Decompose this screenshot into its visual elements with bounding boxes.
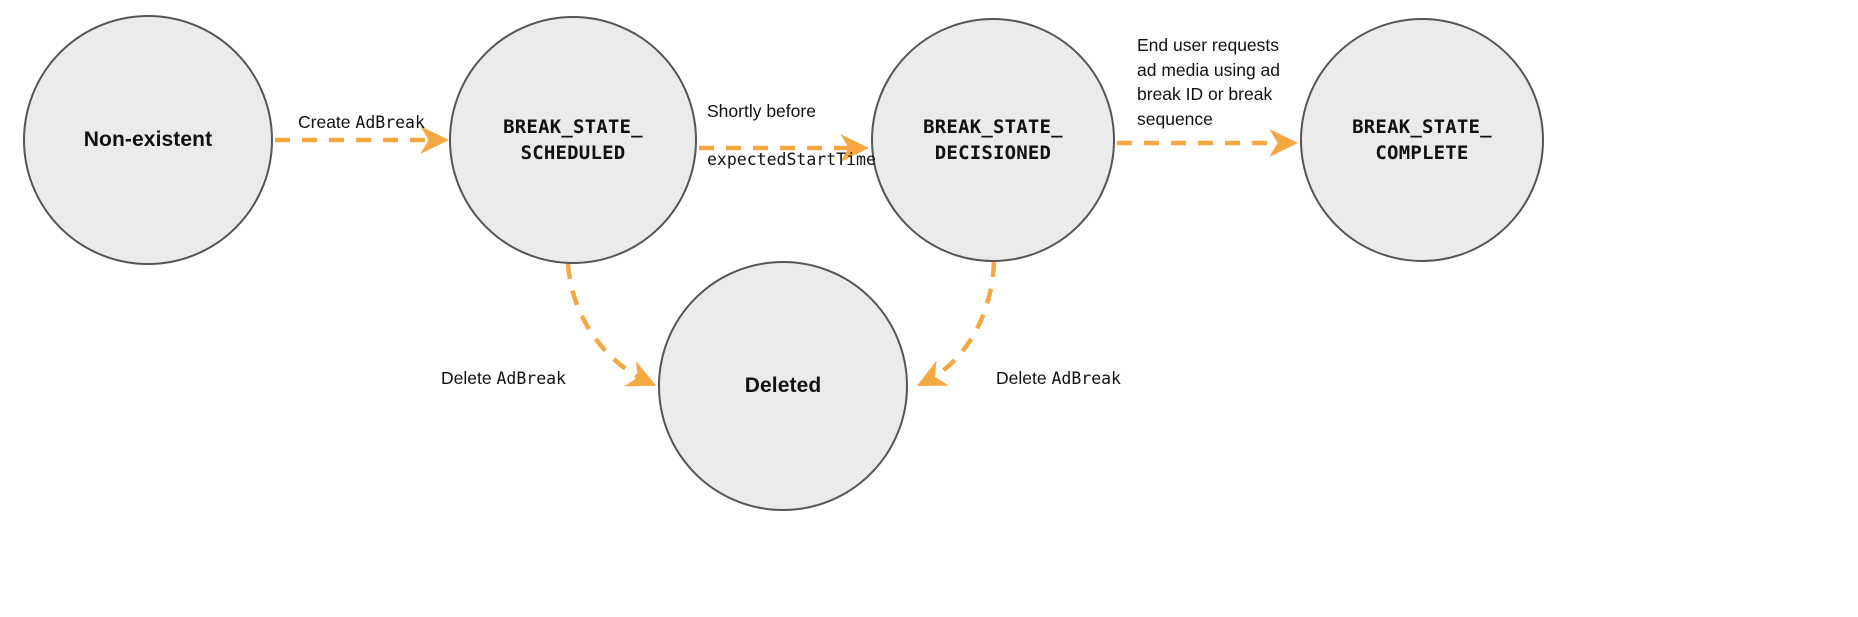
node-non-existent[interactable]: Non-existent [23,15,273,265]
edge-label-end-user-requests: End user requests ad media using ad brea… [1137,35,1281,129]
edge-label-create-adbreak: Create AdBreak [298,86,425,135]
node-label-break-state-complete: BREAK_STATE_ COMPLETE [1352,115,1492,164]
edge-label-delete-adbreak-scheduled-verb: Delete [441,368,497,389]
edge-label-delete-adbreak-decisioned-verb: Delete [996,368,1052,389]
edge-delete-adbreak-decisioned [916,261,997,387]
edge-delete-adbreak-scheduled [565,263,657,387]
node-label-deleted: Deleted [744,374,822,398]
edge-label-delete-adbreak-scheduled: Delete AdBreak [441,342,566,391]
edge-label-delete-adbreak-scheduled-type: AdBreak [496,369,566,389]
edge-label-shortly-before-line2: expectedStartTime [707,150,876,170]
node-break-state-decisioned[interactable]: BREAK_STATE_ DECISIONED [871,18,1115,262]
edge-label-shortly-before: Shortly before expectedStartTime [707,75,876,172]
node-break-state-complete[interactable]: BREAK_STATE_ COMPLETE [1300,18,1544,262]
edge-label-delete-adbreak-decisioned: Delete AdBreak [996,342,1121,391]
node-deleted[interactable]: Deleted [658,261,908,511]
edge-label-delete-adbreak-decisioned-type: AdBreak [1051,369,1121,389]
node-label-break-state-decisioned: BREAK_STATE_ DECISIONED [923,115,1063,164]
node-break-state-scheduled[interactable]: BREAK_STATE_ SCHEDULED [449,16,697,264]
edge-label-create-adbreak-type: AdBreak [355,113,425,133]
node-label-non-existent: Non-existent [83,128,213,152]
edge-label-shortly-before-line1: Shortly before [707,101,816,122]
edge-label-create-adbreak-verb: Create [298,112,356,133]
node-label-break-state-scheduled: BREAK_STATE_ SCHEDULED [503,115,643,164]
